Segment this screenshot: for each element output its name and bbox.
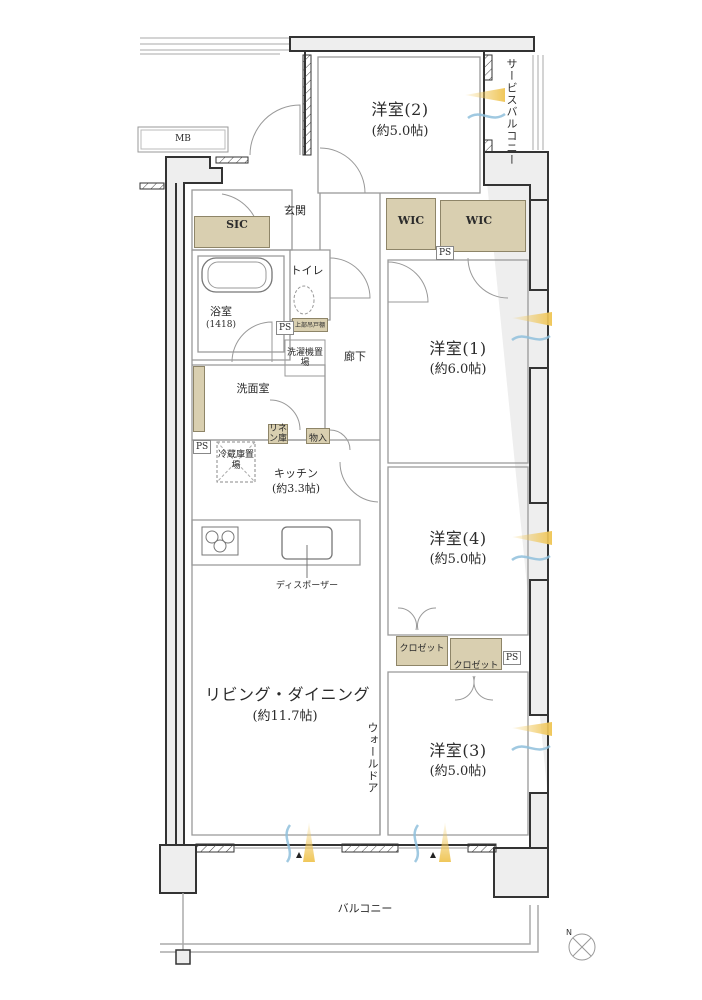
room-label-western-4: 洋室(4) (429, 529, 487, 548)
sunlight-icon (303, 88, 552, 862)
label-disposer: ディスポーザー (275, 581, 339, 591)
ps-label-kitchen: PS (193, 440, 212, 454)
storeroom-storage (306, 428, 330, 444)
room-size-living-dining: (約11.7帖) (252, 709, 318, 724)
room-label-kitchen: キッチン (274, 467, 318, 480)
linen-storage (268, 424, 288, 444)
corridor-rail (140, 37, 290, 55)
label-wall-door: ウォールドア (366, 722, 379, 794)
room-size-bathroom: (1418) (206, 320, 236, 330)
wic-storage-1 (386, 198, 436, 250)
room-label-entrance: 玄関 (284, 204, 306, 217)
sic-storage (194, 216, 270, 248)
svg-text:N: N (566, 928, 572, 937)
label-meter-box: MB (175, 134, 191, 144)
room-size-western-2: (約5.0帖) (371, 124, 429, 139)
label-closet-1: クロゼット (399, 644, 445, 654)
label-upper-cabinet: 上部吊戸棚 (294, 322, 325, 329)
room-label-toilet: トイレ (290, 264, 324, 277)
room-size-western-3: (約5.0帖) (429, 764, 487, 779)
ps-label-toilet: PS (276, 321, 295, 335)
room-size-western-1: (約6.0帖) (429, 362, 487, 377)
label-wic-1: WIC (397, 214, 425, 227)
label-service-balcony: サービスバルコニー (505, 58, 518, 166)
room-label-hallway: 廊下 (344, 350, 366, 363)
label-linen: リネン庫 (268, 424, 287, 444)
room-label-western-3: 洋室(3) (429, 741, 487, 760)
compass-icon: N (566, 928, 596, 961)
room-label-western-2: 洋室(2) (371, 100, 429, 119)
label-closet-2: クロゼット (453, 661, 499, 671)
ps-label-closet: PS (503, 651, 522, 665)
room-label-living-dining: リビング・ダイニング (205, 685, 371, 704)
closet-storage-2 (450, 638, 502, 670)
wic-storage-2 (440, 200, 526, 252)
label-balcony: バルコニー (337, 902, 393, 915)
label-wic-2: WIC (465, 214, 493, 227)
ps-label-wic: PS (436, 246, 455, 260)
closet-storage-1 (396, 636, 448, 666)
label-storeroom: 物入 (308, 434, 327, 444)
ventilation-icon (285, 112, 551, 863)
label-washer: 洗濯機置場 (286, 348, 323, 368)
room-label-bathroom: 浴室 (210, 305, 232, 318)
label-sic: SIC (226, 218, 248, 231)
washroom-shelf (193, 366, 205, 432)
room-size-western-4: (約5.0帖) (429, 552, 487, 567)
room-label-washroom: 洗面室 (236, 382, 270, 395)
label-fridge: 冷蔵庫置場 (218, 450, 255, 471)
room-size-kitchen: (約3.3帖) (271, 482, 321, 495)
room-label-western-1: 洋室(1) (429, 339, 487, 358)
